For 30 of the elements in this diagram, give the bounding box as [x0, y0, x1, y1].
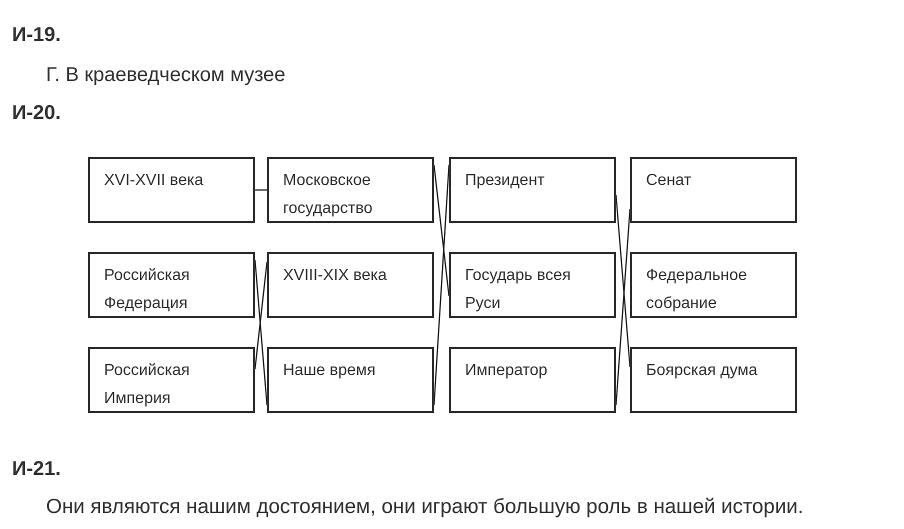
- box-text: Сенат: [646, 171, 692, 191]
- box-text: Российская Империя: [104, 361, 191, 409]
- text-box: [449, 252, 616, 318]
- text-box: [449, 347, 616, 413]
- task-number: И-19.: [12, 23, 61, 48]
- text-box: [630, 157, 797, 223]
- box-text: Российская Федерация: [104, 266, 191, 314]
- box-text: Московское государство: [283, 171, 374, 219]
- text-box: [630, 252, 797, 318]
- connector-line: [255, 189, 267, 191]
- answer-text: Г. В краеведческом музее: [46, 63, 286, 88]
- box-text: Федеральное собрание: [646, 266, 748, 314]
- text-box: [88, 157, 255, 223]
- box-text: Император: [465, 361, 548, 381]
- text-box: [88, 252, 255, 318]
- text-box: [267, 157, 434, 223]
- box-text: Государь всея Руси: [465, 266, 572, 314]
- task-number: И-21.: [12, 457, 61, 482]
- text-box: [449, 157, 616, 223]
- box-text: XVIII-XIX века: [283, 266, 388, 286]
- text-box: [267, 252, 434, 318]
- box-text: XVI-XVII века: [104, 171, 204, 191]
- text-box: [88, 347, 255, 413]
- box-text: Президент: [465, 171, 546, 191]
- box-text: Боярская дума: [646, 361, 758, 381]
- box-text: Наше время: [283, 361, 377, 381]
- text-box: [267, 347, 434, 413]
- task-number: И-20.: [12, 101, 61, 126]
- answer-text: Они являются нашим достоянием, они играют большую роль в нашей истории.: [46, 494, 804, 520]
- text-box: [630, 347, 797, 413]
